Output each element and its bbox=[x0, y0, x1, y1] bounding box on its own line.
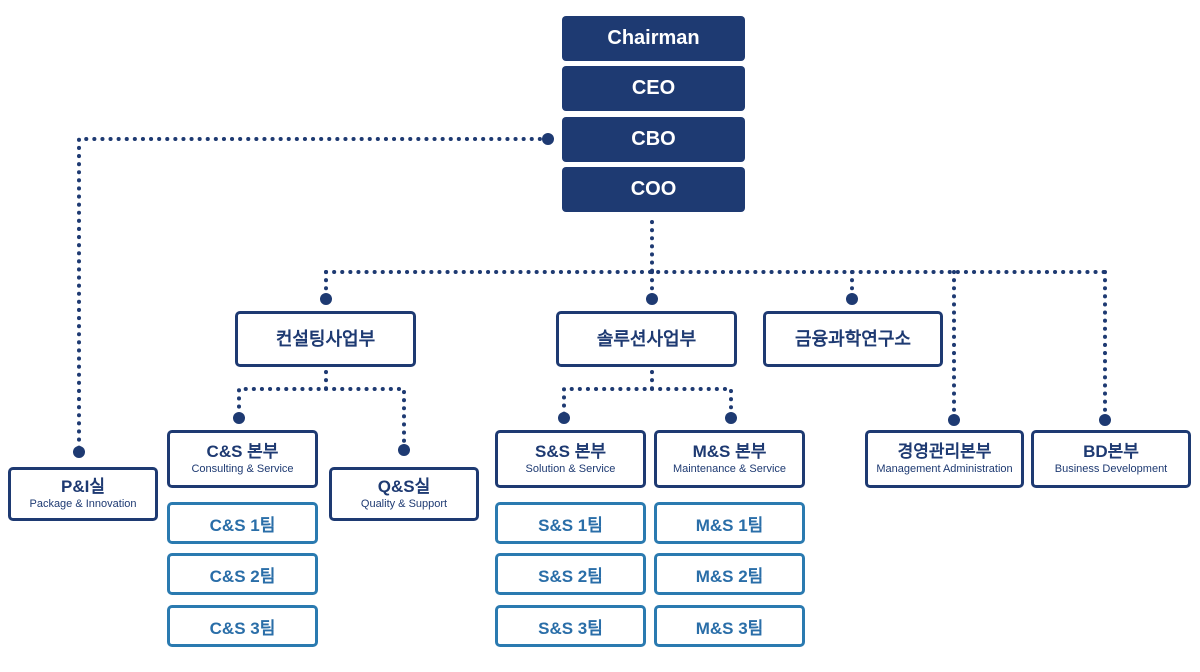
solution-link-dot bbox=[646, 293, 658, 305]
research-link-dot bbox=[846, 293, 858, 305]
dept-bd: BD본부 Business Development bbox=[1031, 430, 1191, 488]
dept-qs: Q&S실 Quality & Support bbox=[329, 467, 479, 521]
team-ms-1: M&S 1팀 bbox=[654, 502, 805, 544]
dept-ms-sub: Maintenance & Service bbox=[672, 463, 787, 475]
team-ss-3: S&S 3팀 bbox=[495, 605, 646, 647]
dept-ss-sub: Solution & Service bbox=[525, 463, 616, 475]
division-consulting: 컨설팅사업부 bbox=[235, 311, 416, 367]
bd-link-dot bbox=[1099, 414, 1111, 426]
division-solution: 솔루션사업부 bbox=[556, 311, 737, 367]
team-ms-2: M&S 2팀 bbox=[654, 553, 805, 595]
division-research: 금융과학연구소 bbox=[763, 311, 943, 367]
dept-ss-name: S&S 본부 bbox=[535, 442, 606, 461]
dept-bd-sub: Business Development bbox=[1054, 463, 1168, 475]
team-ms-3: M&S 3팀 bbox=[654, 605, 805, 647]
cbo-link-dot bbox=[542, 133, 554, 145]
team-cs-2: C&S 2팀 bbox=[167, 553, 318, 595]
team-ss-2: S&S 2팀 bbox=[495, 553, 646, 595]
exec-coo: COO bbox=[562, 167, 745, 212]
dept-cs-sub: Consulting & Service bbox=[191, 463, 294, 475]
dept-pi-sub: Package & Innovation bbox=[29, 498, 137, 510]
dept-cs-name: C&S 본부 bbox=[206, 442, 279, 461]
exec-ceo: CEO bbox=[562, 66, 745, 111]
qs-link-dot bbox=[398, 444, 410, 456]
division-solution-label: 솔루션사업부 bbox=[596, 329, 697, 349]
dept-ma: 경영관리본부 Management Administration bbox=[865, 430, 1024, 488]
team-cs-1: C&S 1팀 bbox=[167, 502, 318, 544]
division-research-label: 금융과학연구소 bbox=[795, 329, 911, 349]
dept-pi: P&I실 Package & Innovation bbox=[8, 467, 158, 521]
dept-bd-name: BD본부 bbox=[1083, 442, 1139, 461]
dept-qs-sub: Quality & Support bbox=[360, 498, 448, 510]
dept-ma-name: 경영관리본부 bbox=[897, 442, 992, 461]
exec-cbo: CBO bbox=[562, 117, 745, 162]
ms-link-dot bbox=[725, 412, 737, 424]
dept-ms-name: M&S 본부 bbox=[692, 442, 767, 461]
cs-link-dot bbox=[233, 412, 245, 424]
team-cs-3: C&S 3팀 bbox=[167, 605, 318, 647]
dept-cs: C&S 본부 Consulting & Service bbox=[167, 430, 318, 488]
team-ss-1: S&S 1팀 bbox=[495, 502, 646, 544]
consulting-link-dot bbox=[320, 293, 332, 305]
dept-ma-sub: Management Administration bbox=[876, 463, 1013, 475]
pi-link-dot bbox=[73, 446, 85, 458]
ma-link-dot bbox=[948, 414, 960, 426]
dept-qs-name: Q&S실 bbox=[377, 477, 431, 496]
dept-ss: S&S 본부 Solution & Service bbox=[495, 430, 646, 488]
exec-chairman: Chairman bbox=[562, 16, 745, 61]
dept-ms: M&S 본부 Maintenance & Service bbox=[654, 430, 805, 488]
ss-link-dot bbox=[558, 412, 570, 424]
dept-pi-name: P&I실 bbox=[61, 477, 105, 496]
division-consulting-label: 컨설팅사업부 bbox=[275, 329, 376, 349]
